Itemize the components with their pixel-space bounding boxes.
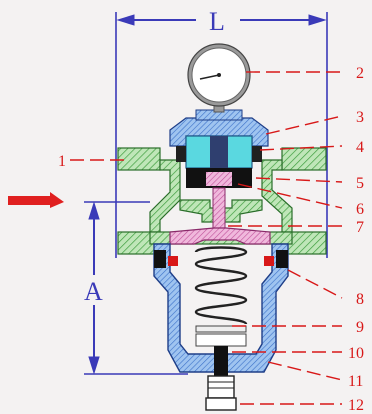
spring-bonnet — [153, 243, 289, 373]
gauge-needle — [199, 74, 220, 80]
pressure-gauge — [187, 43, 251, 113]
dimension-length — [115, 12, 328, 258]
spring-seat — [195, 333, 247, 347]
adjusting-screw — [214, 346, 228, 376]
callout-6: 6 — [356, 201, 364, 218]
disc-insert — [206, 172, 232, 186]
gauge-pivot — [217, 73, 221, 77]
callout-12: 12 — [348, 397, 364, 414]
top-cap-assembly — [169, 109, 269, 188]
callout-leaders — [70, 71, 343, 405]
outlet-thread-top — [281, 147, 327, 171]
callout-7: 7 — [356, 219, 364, 236]
leader-3 — [265, 115, 343, 135]
length-label: L — [209, 7, 225, 36]
callout-8: 8 — [356, 291, 364, 308]
callout-1: 1 — [58, 153, 66, 170]
callout-2: 2 — [356, 65, 364, 82]
callout-4: 4 — [356, 139, 364, 156]
leader-11 — [267, 361, 343, 381]
flow-direction-arrow-icon — [8, 192, 64, 208]
diaphragm-plate — [169, 227, 271, 245]
arrowhead-right-icon — [308, 14, 327, 26]
seal-right — [252, 146, 262, 162]
callout-3: 3 — [356, 109, 364, 126]
leader-4 — [259, 145, 343, 151]
height-label: A — [84, 277, 103, 306]
callout-10: 10 — [348, 345, 364, 362]
lock-nut — [207, 375, 235, 399]
inlet-passage-wall — [149, 159, 181, 233]
arrowhead-down-icon — [88, 356, 100, 375]
piston-core — [210, 136, 228, 168]
seal-left — [176, 146, 186, 162]
callout-9: 9 — [356, 319, 364, 336]
bonnet-bolt-right — [264, 256, 274, 266]
valve-stem — [212, 187, 226, 229]
leader-6 — [237, 183, 343, 209]
bonnet-seal-left — [154, 250, 166, 268]
bonnet-seal-right — [276, 250, 288, 268]
bonnet-bolt-left — [168, 256, 178, 266]
leader-5 — [255, 177, 343, 183]
arrowhead-up-icon — [88, 201, 100, 220]
dimension-height — [84, 201, 188, 375]
spring-washer — [195, 325, 247, 333]
arrowhead-left-icon — [116, 14, 135, 26]
adjusting-cap — [205, 397, 237, 411]
compression-spring — [194, 246, 248, 326]
leader-8 — [287, 269, 343, 299]
callout-11: 11 — [348, 373, 363, 390]
inlet-thread-top — [117, 147, 161, 171]
callout-5: 5 — [356, 175, 364, 192]
